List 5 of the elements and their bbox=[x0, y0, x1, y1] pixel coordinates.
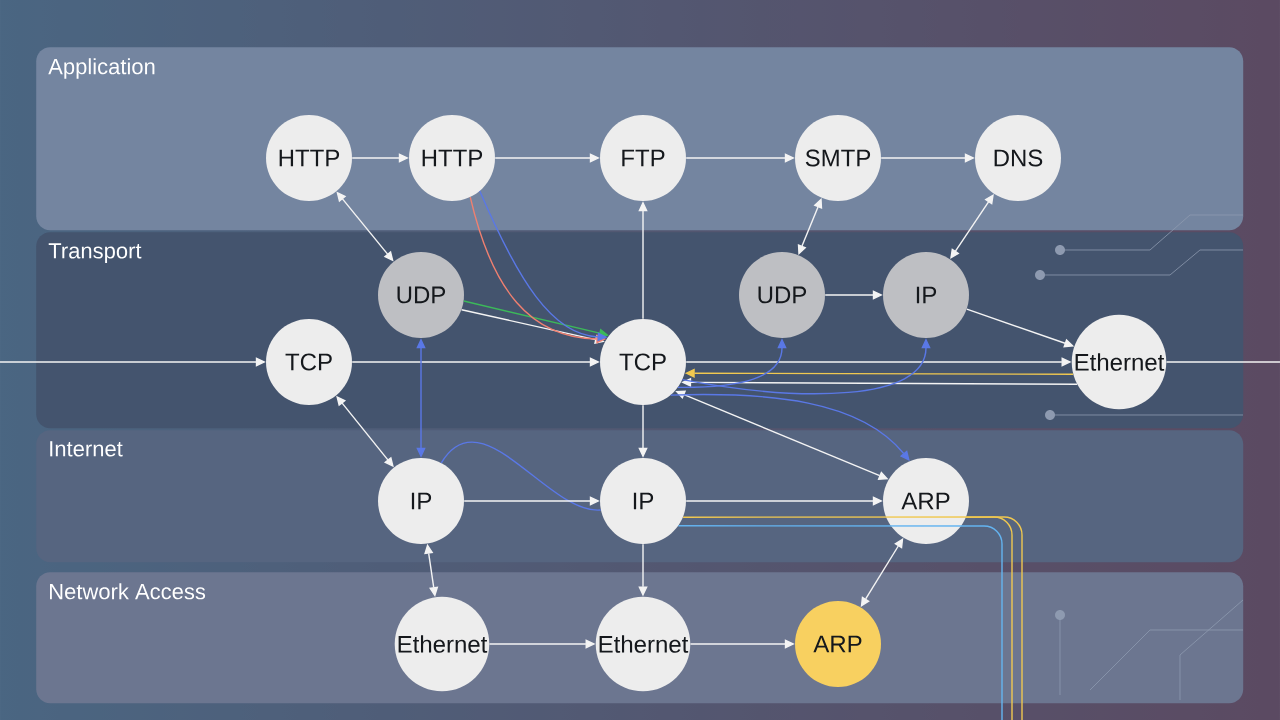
arrow bbox=[670, 393, 910, 461]
connector-line bbox=[1165, 361, 1280, 363]
connector-line bbox=[965, 516, 1023, 720]
connector-line bbox=[440, 441, 602, 511]
arrow bbox=[797, 198, 823, 255]
